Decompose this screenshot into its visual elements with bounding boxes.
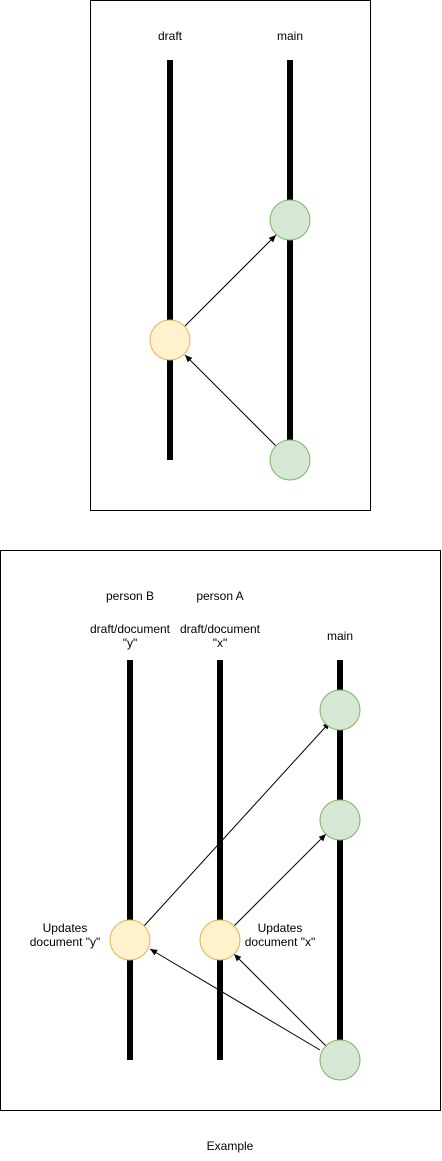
- branch-y-label-line2: "y": [123, 636, 138, 650]
- note-x-line1: Updates: [258, 921, 303, 935]
- person-a-label: person A: [196, 589, 243, 603]
- branch-main-label-2: main: [327, 629, 353, 643]
- note-y-line1: Updates: [43, 921, 88, 935]
- draft-commit-x: [199, 919, 241, 961]
- merge-arrow-y: [143, 721, 331, 927]
- branch-x-label-line1: draft/document: [180, 622, 261, 636]
- main-commit-top: [269, 199, 311, 241]
- merge-arrow: [184, 234, 277, 327]
- main-commit-bottom: [269, 439, 311, 481]
- note-x-line2: document "x": [245, 935, 316, 949]
- branch-draft-label: draft: [158, 29, 183, 43]
- diagram-1-frame: [90, 0, 371, 511]
- branch-arrow-x: [233, 953, 327, 1047]
- main-commit-2-middle: [319, 799, 361, 841]
- branch-y-label-line1: draft/document: [90, 622, 171, 636]
- branch-x-label-line2: "x": [213, 636, 228, 650]
- diagram-2-frame: [0, 550, 441, 1111]
- branch-main-label: main: [277, 29, 303, 43]
- main-commit-2-top: [319, 689, 361, 731]
- diagram-1: draft main: [90, 0, 371, 511]
- note-y-line2: document "y": [30, 935, 101, 949]
- person-b-label: person B: [106, 589, 154, 603]
- merge-arrow-x: [233, 833, 327, 927]
- caption: Example: [207, 1139, 254, 1153]
- branch-arrow-y: [149, 948, 321, 1051]
- draft-commit: [149, 319, 191, 361]
- main-commit-2-bottom: [319, 1039, 361, 1081]
- draft-commit-y: [109, 919, 151, 961]
- branch-arrow: [184, 354, 277, 447]
- diagram-2: person B person A draft/document "y" dra…: [0, 550, 441, 1111]
